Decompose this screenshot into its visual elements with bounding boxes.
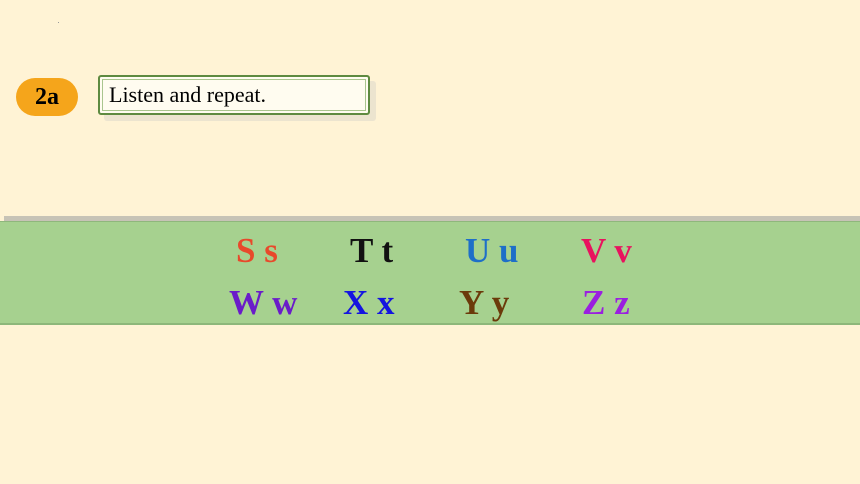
letter-pair-u: U u [465,231,519,270]
instruction-text: Listen and repeat. [109,82,266,107]
letter-pair-w: W w [229,283,298,322]
dot-mark [58,22,59,23]
exercise-number: 2a [35,84,59,110]
letter-pair-y: Y y [459,283,510,322]
alphabet-band [0,221,860,325]
exercise-badge: 2a [16,78,78,116]
band-shadow [4,216,860,222]
letter-pair-t: T t [350,231,394,270]
letter-pair-z: Z z [582,283,630,322]
letter-pair-x: X x [343,283,395,322]
letter-pair-v: V v [581,231,632,270]
instruction-box: Listen and repeat. [98,75,370,115]
letter-pair-s: S s [236,231,278,270]
